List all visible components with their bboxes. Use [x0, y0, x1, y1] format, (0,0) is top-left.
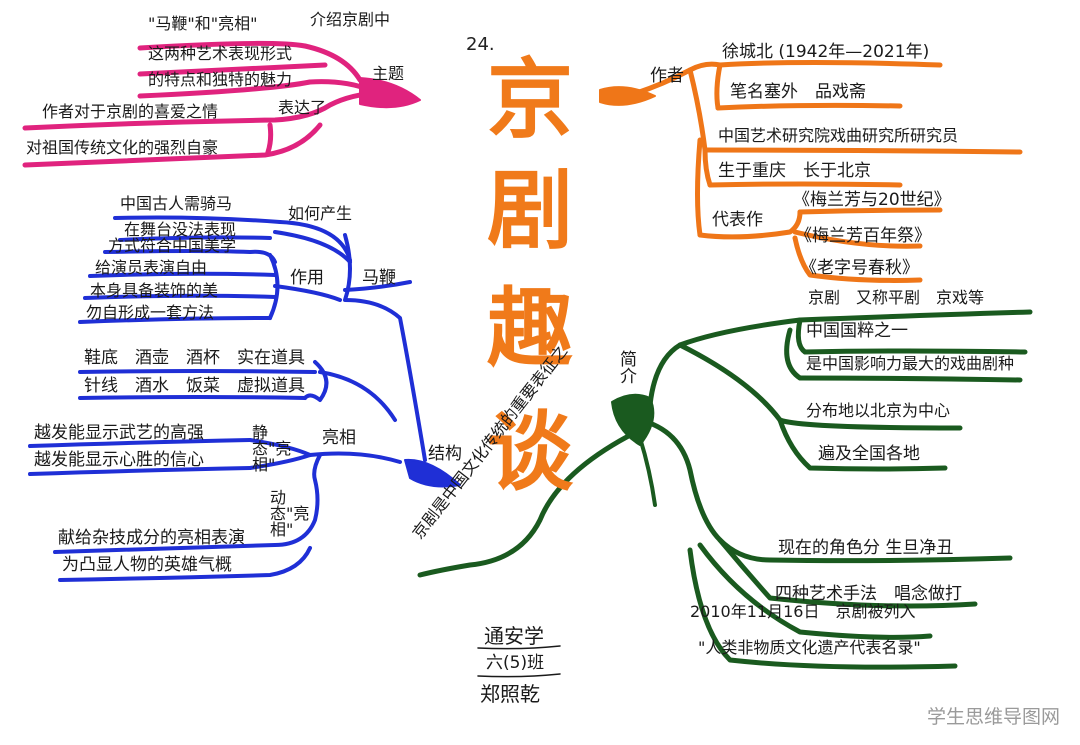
horsewhip-effect-2: 给演员表演自由: [95, 258, 208, 277]
horsewhip-props-1: 鞋底 酒壶 酒杯 实在道具: [84, 348, 305, 368]
author-work-3: 《老字号春秋》: [800, 258, 919, 278]
footer-school: 通安学: [484, 624, 544, 648]
horsewhip-props-2: 针线 酒水 饭菜 虚拟道具: [84, 376, 305, 396]
horsewhip-effect-label: 作用: [290, 268, 324, 288]
pose-static-1: 越发能显示武艺的高强: [34, 423, 204, 443]
intro-arts: 四种艺术手法 唱念做打: [775, 584, 962, 604]
title-char-2: 剧: [487, 160, 573, 261]
intro-item-2: 是中国影响力最大的戏曲剧种: [806, 354, 1015, 373]
theme-item-5: 对祖国传统文化的强烈自豪: [26, 138, 219, 157]
theme-item-1: "马鞭"和"亮相": [148, 14, 258, 33]
footer-class: 六(5)班: [486, 653, 545, 673]
author-works-label: 代表作: [712, 210, 763, 230]
intro-label: 简介: [620, 350, 637, 387]
footer-name: 郑照乾: [480, 682, 540, 706]
pose-static-2: 越发能显示心胜的信心: [34, 450, 204, 470]
structure-label: 结构: [428, 444, 462, 464]
author-born: 生于重庆 长于北京: [718, 161, 871, 181]
intro-date: 2010年11月16日 京剧被列入: [690, 602, 916, 621]
author-work-2: 《梅兰芳百年祭》: [795, 226, 931, 246]
pose-dynamic-label: 动态"亮相": [270, 488, 310, 539]
theme-express-label: 表达了: [278, 98, 327, 117]
horsewhip-effect-3: 本身具备装饰的美: [90, 281, 219, 300]
page-number: 24.: [466, 34, 495, 55]
theme-label: 主题: [372, 64, 405, 83]
author-name: 徐城北 (1942年—2021年): [722, 42, 930, 62]
author-label: 作者: [650, 66, 684, 86]
intro-item-4: 遍及全国各地: [818, 444, 920, 464]
intro-side-label: 京剧 又称平剧 京戏等: [808, 288, 985, 307]
horsewhip-label: 马鞭: [362, 268, 396, 288]
pose-dynamic-1: 献给杂技成分的亮相表演: [58, 528, 245, 548]
pose-dynamic-2: 为凸显人物的英雄气概: [62, 555, 232, 575]
horsewhip-effect-4: 勿自形成一套方法: [86, 303, 215, 322]
theme-intro-label: 介绍京剧中: [310, 10, 391, 29]
author-work-1: 《梅兰芳与20世纪》: [793, 190, 951, 210]
pose-label: 亮相: [322, 428, 356, 448]
horsewhip-origin-1: 中国古人需骑马: [120, 194, 233, 213]
intro-heritage: "人类非物质文化遗产代表名录": [698, 638, 921, 657]
theme-item-2: 这两种艺术表现形式: [148, 44, 293, 63]
title-char-3: 趣: [487, 278, 573, 379]
horsewhip-origin-2: 在舞台没法表现: [124, 220, 237, 239]
intro-roles: 现在的角色分 生旦净丑: [778, 538, 954, 558]
author-job: 中国艺术研究院戏曲研究所研究员: [718, 126, 959, 145]
horsewhip-effect-1: 方式符合中国美学: [108, 236, 237, 255]
author-pen-name: 笔名塞外 品戏斋: [730, 82, 866, 102]
intro-item-3: 分布地以北京为中心: [806, 401, 951, 420]
theme-item-4: 作者对于京剧的喜爱之情: [42, 102, 219, 121]
horsewhip-origin-label: 如何产生: [288, 204, 353, 223]
watermark: 学生思维导图网: [926, 706, 1060, 728]
title-char-4: 谈: [487, 402, 573, 503]
pose-static-label: 静态"亮相": [252, 423, 292, 474]
theme-item-3: 的特点和独特的魅力: [148, 70, 293, 89]
intro-item-1: 中国国粹之一: [806, 321, 908, 341]
title-char-1: 京: [487, 49, 573, 150]
